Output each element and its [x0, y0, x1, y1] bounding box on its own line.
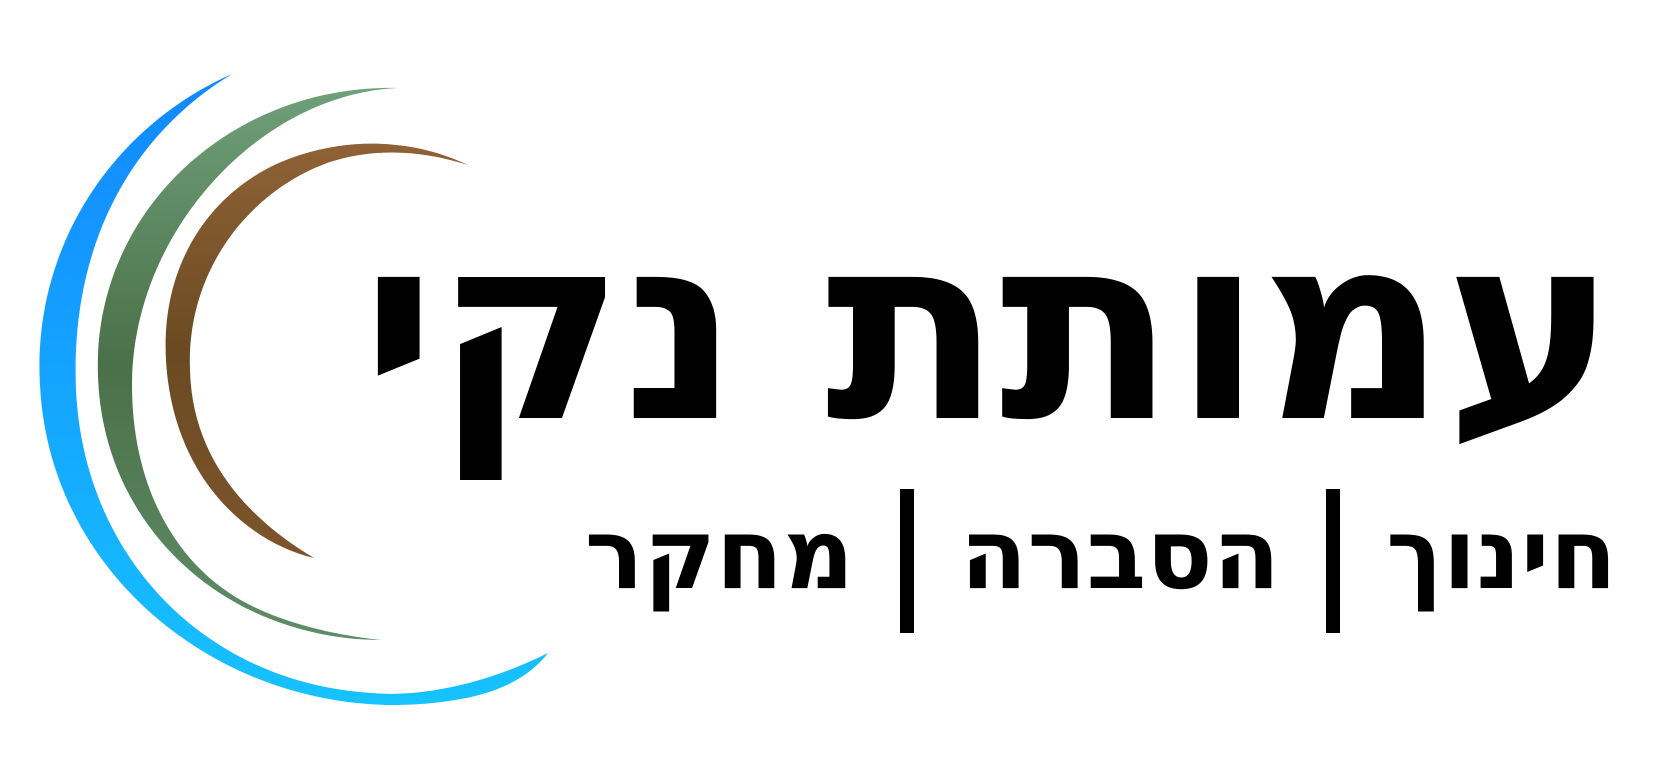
middle-arc — [97, 87, 398, 641]
tagline-item-education: חינוך — [1386, 498, 1617, 612]
tagline-separator — [900, 489, 915, 633]
tagline-item-research: מחקר — [584, 498, 855, 612]
organization-name: עמותת נקי — [360, 179, 1617, 479]
tagline: חינוך הסברה מחקר — [584, 483, 1617, 633]
tagline-item-advocacy: הסברה — [960, 498, 1281, 612]
tagline-separator — [1326, 489, 1341, 633]
